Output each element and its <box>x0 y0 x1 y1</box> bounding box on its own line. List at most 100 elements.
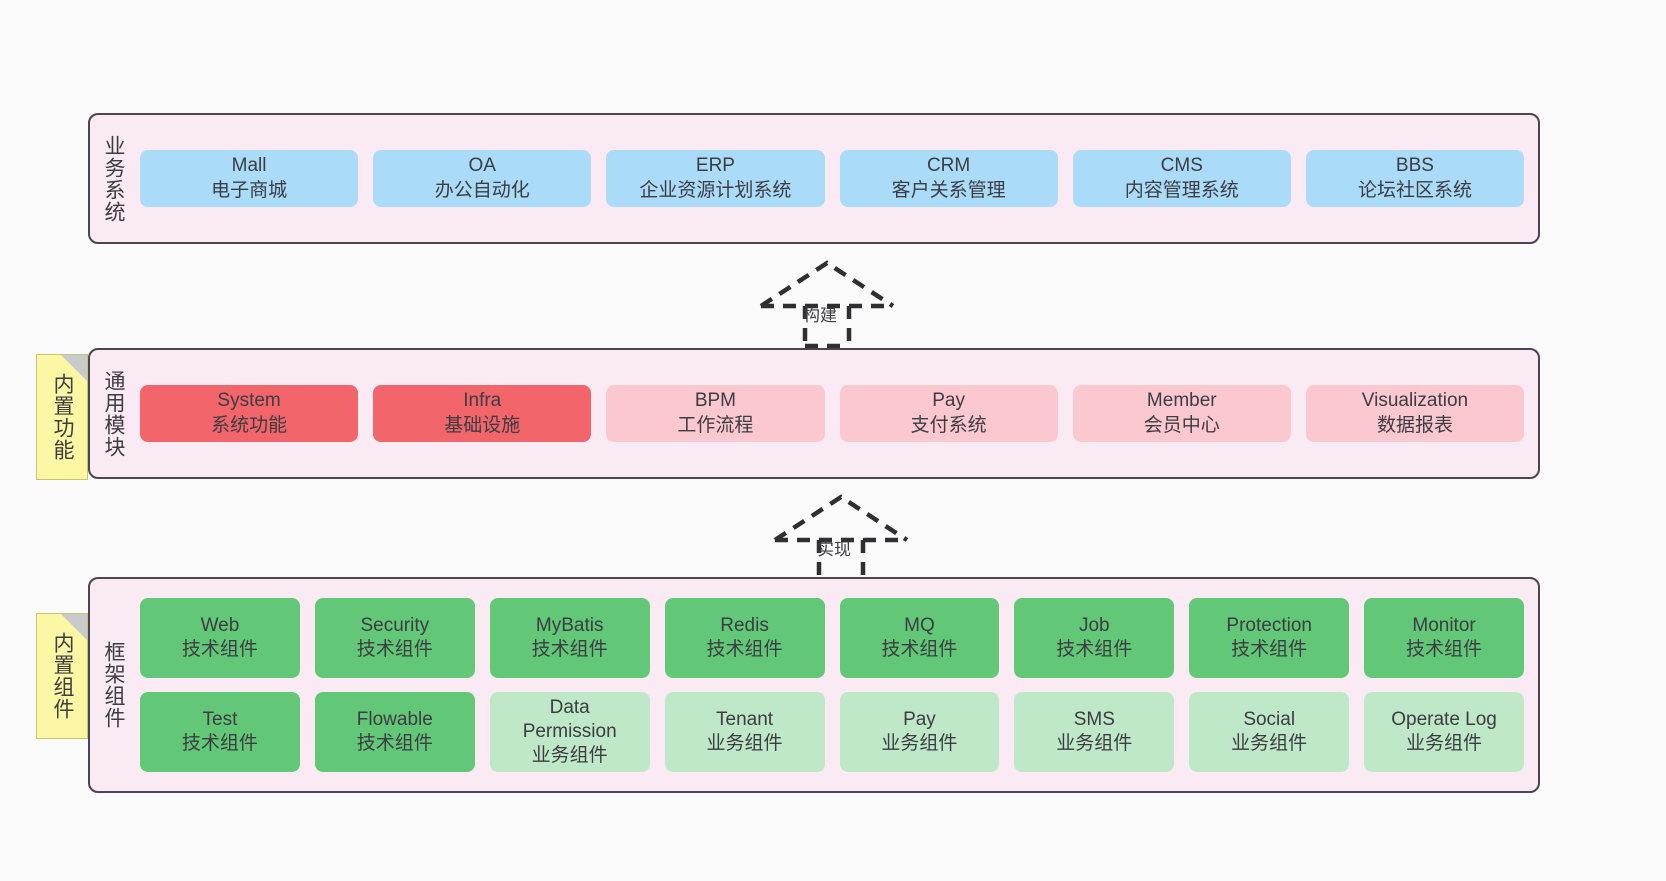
card-subtitle: 会员中心 <box>1143 414 1220 436</box>
card-system[interactable]: System 系统功能 <box>140 385 359 442</box>
card-security[interactable]: Security 技术组件 <box>314 598 475 678</box>
connector-implement-shape <box>773 494 909 583</box>
card-row: Web 技术组件 Security 技术组件 MyBatis 技术组件 Redi… <box>140 598 1524 678</box>
card-title: Member <box>1146 390 1217 412</box>
card-subtitle: 支付系统 <box>910 414 987 436</box>
card-subtitle: 业务组件 <box>1231 733 1308 754</box>
card-subtitle: 内容管理系统 <box>1124 179 1239 201</box>
note-label: 内置组件 <box>50 632 74 720</box>
card-subtitle: 技术组件 <box>881 639 958 660</box>
card-subtitle: 技术组件 <box>181 733 258 754</box>
card-tenant[interactable]: Tenant 业务组件 <box>664 692 825 772</box>
card-member[interactable]: Member 会员中心 <box>1072 385 1291 442</box>
layer-business-system: 业务系统 Mall 电子商城 OA 办公自动化 ERP 企业资源计划系统 CRM… <box>88 113 1540 244</box>
card-redis[interactable]: Redis 技术组件 <box>664 598 825 678</box>
card-subtitle: 企业资源计划系统 <box>639 179 792 201</box>
card-data-permission[interactable]: Data Permission 业务组件 <box>489 692 650 772</box>
card-row: Test 技术组件 Flowable 技术组件 Data Permission … <box>140 692 1524 772</box>
card-subtitle: 技术组件 <box>1056 639 1133 660</box>
card-cms[interactable]: CMS 内容管理系统 <box>1072 150 1291 207</box>
card-operate-log[interactable]: Operate Log 业务组件 <box>1364 692 1524 772</box>
layer-title-business-system: 业务系统 <box>101 134 125 223</box>
card-subtitle: 基础设施 <box>444 414 521 436</box>
card-title: ERP <box>695 155 735 177</box>
layer-title-framework-component: 框架组件 <box>101 641 125 729</box>
folded-corner-icon <box>61 614 87 640</box>
card-subtitle: 办公自动化 <box>434 179 530 201</box>
note-builtin-function: 内置功能 <box>36 354 88 480</box>
card-subtitle: 工作流程 <box>677 414 754 436</box>
card-title: BPM <box>694 390 737 412</box>
card-title: Operate Log <box>1391 708 1497 730</box>
card-title: CRM <box>926 155 971 177</box>
connector-implement: 实现 <box>770 492 915 583</box>
card-subtitle: 业务组件 <box>881 733 958 754</box>
card-title: Redis <box>720 614 769 636</box>
card-title: Web <box>200 614 240 636</box>
layer-common-module: 通用模块 System 系统功能 Infra 基础设施 BPM 工作流程 Pay… <box>88 348 1540 479</box>
card-subtitle: 技术组件 <box>1231 639 1308 660</box>
card-subtitle: 业务组件 <box>531 745 608 767</box>
card-subtitle: 业务组件 <box>1406 733 1483 754</box>
card-subtitle: 技术组件 <box>531 639 608 660</box>
card-test[interactable]: Test 技术组件 <box>140 692 300 772</box>
folded-corner-icon <box>61 355 87 381</box>
card-title: System <box>217 390 281 412</box>
card-title: Mall <box>231 155 267 177</box>
card-mybatis[interactable]: MyBatis 技术组件 <box>489 598 650 678</box>
card-title: MQ <box>904 614 935 636</box>
card-title: Tenant <box>716 708 774 730</box>
card-visualization[interactable]: Visualization 数据报表 <box>1305 385 1525 442</box>
layer-framework-component: 框架组件 Web 技术组件 Security 技术组件 MyBatis 技术组件… <box>88 577 1540 793</box>
card-title: Pay <box>903 708 936 730</box>
card-social[interactable]: Social 业务组件 <box>1189 692 1350 772</box>
card-subtitle: 技术组件 <box>706 639 783 660</box>
connector-implement-label: 实现 <box>817 540 851 559</box>
card-title: Monitor <box>1412 614 1476 636</box>
layer-body-common-module: System 系统功能 Infra 基础设施 BPM 工作流程 Pay 支付系统… <box>136 350 1538 477</box>
layer-body-framework-component: Web 技术组件 Security 技术组件 MyBatis 技术组件 Redi… <box>136 579 1538 791</box>
note-label: 内置功能 <box>50 373 74 461</box>
card-title: MyBatis <box>535 614 604 636</box>
card-sms[interactable]: SMS 业务组件 <box>1014 692 1175 772</box>
card-subtitle: 系统功能 <box>211 414 288 436</box>
card-bbs[interactable]: BBS 论坛社区系统 <box>1305 150 1525 207</box>
card-subtitle: 论坛社区系统 <box>1357 179 1472 201</box>
card-infra[interactable]: Infra 基础设施 <box>373 385 592 442</box>
card-row: Mall 电子商城 OA 办公自动化 ERP 企业资源计划系统 CRM 客户关系… <box>140 150 1525 207</box>
card-crm[interactable]: CRM 客户关系管理 <box>839 150 1058 207</box>
card-oa[interactable]: OA 办公自动化 <box>373 150 592 207</box>
layer-body-business-system: Mall 电子商城 OA 办公自动化 ERP 企业资源计划系统 CRM 客户关系… <box>136 115 1538 242</box>
card-flowable[interactable]: Flowable 技术组件 <box>314 692 475 772</box>
card-pay-component[interactable]: Pay 业务组件 <box>839 692 1000 772</box>
card-title: Test <box>202 708 238 730</box>
card-title: Data Permission <box>522 696 617 742</box>
card-subtitle: 电子商城 <box>211 179 288 201</box>
layer-title-common-module: 通用模块 <box>101 369 125 458</box>
card-title: Infra <box>463 390 502 412</box>
card-mall[interactable]: Mall 电子商城 <box>140 150 359 207</box>
connector-build: 构建 <box>756 258 901 349</box>
card-web[interactable]: Web 技术组件 <box>140 598 300 678</box>
card-subtitle: 数据报表 <box>1376 414 1453 436</box>
card-subtitle: 业务组件 <box>1056 733 1133 754</box>
card-erp[interactable]: ERP 企业资源计划系统 <box>606 150 825 207</box>
card-title: Security <box>360 614 430 636</box>
card-title: Visualization <box>1361 390 1469 412</box>
card-protection[interactable]: Protection 技术组件 <box>1189 598 1350 678</box>
card-mq[interactable]: MQ 技术组件 <box>839 598 1000 678</box>
card-monitor[interactable]: Monitor 技术组件 <box>1364 598 1524 678</box>
card-title: Protection <box>1226 614 1312 636</box>
card-title: SMS <box>1073 708 1115 730</box>
card-pay-module[interactable]: Pay 支付系统 <box>839 385 1058 442</box>
card-title: BBS <box>1395 155 1434 177</box>
note-builtin-component: 内置组件 <box>36 613 88 739</box>
card-subtitle: 技术组件 <box>1406 639 1483 660</box>
card-bpm[interactable]: BPM 工作流程 <box>606 385 825 442</box>
card-title: Pay <box>932 390 965 412</box>
card-subtitle: 技术组件 <box>356 639 433 660</box>
card-job[interactable]: Job 技术组件 <box>1014 598 1175 678</box>
card-title: Job <box>1078 614 1110 636</box>
connector-build-label: 构建 <box>803 306 837 325</box>
